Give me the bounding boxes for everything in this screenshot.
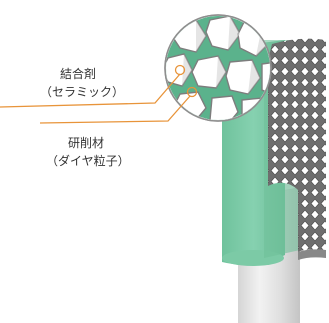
bond-sublabel: （セラミック） <box>40 85 125 99</box>
leader-line-abrasive <box>39 86 198 124</box>
magnified-view <box>164 14 272 122</box>
leader-line-bond <box>0 64 186 108</box>
abrasive-sublabel: （ダイヤ粒子） <box>46 154 130 168</box>
bond-label: 結合剤 <box>60 67 97 81</box>
abrasive-grit-layer <box>268 38 326 260</box>
abrasive-label: 研削材 <box>68 136 105 150</box>
